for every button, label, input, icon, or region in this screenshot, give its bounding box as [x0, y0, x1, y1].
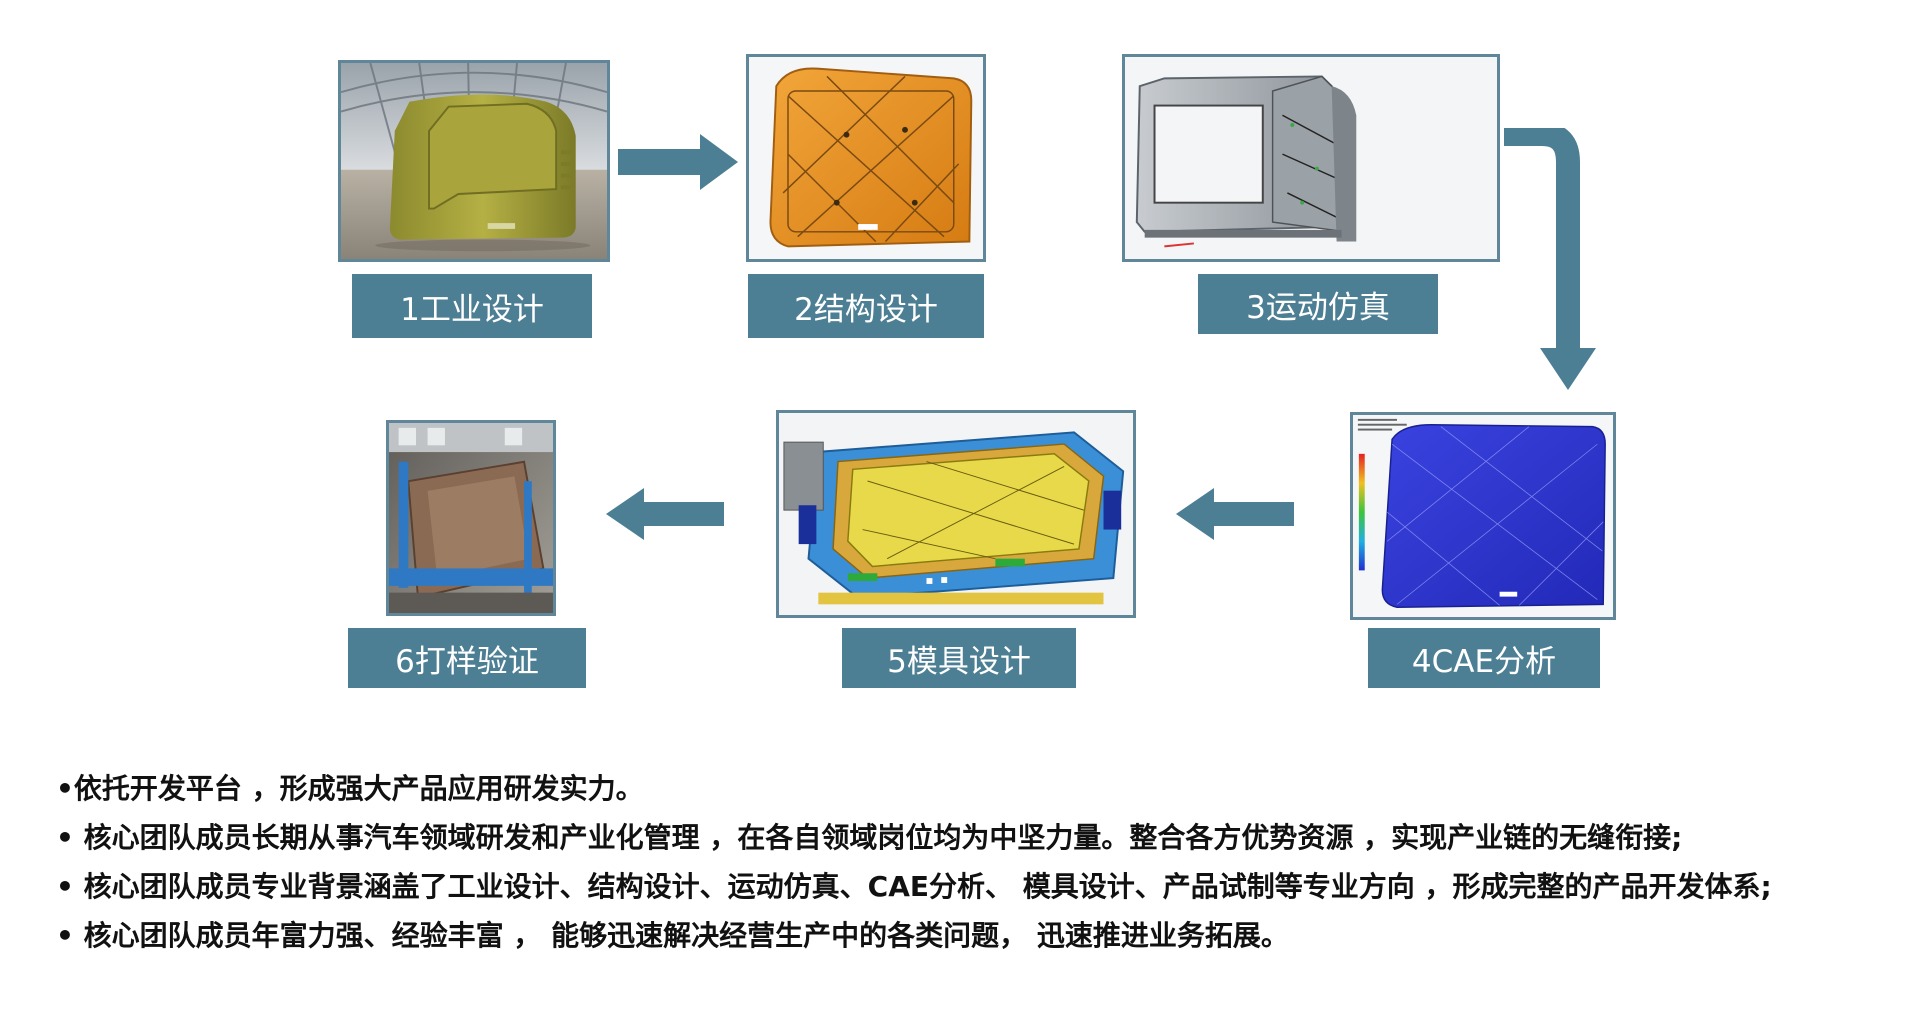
structure-design-image: [746, 54, 986, 262]
mold-design-image: [776, 410, 1136, 618]
step-2-label: 2结构设计: [748, 274, 984, 338]
step-3-label: 3运动仿真: [1198, 274, 1438, 334]
arrow-right-icon: [618, 134, 738, 190]
list-item: • 核心团队成员年富力强、经验丰富 ， 能够迅速解决经营生产中的各类问题， 迅速…: [56, 919, 1289, 952]
step-1-label: 1工业设计: [352, 274, 592, 338]
step-4-label: 4CAE分析: [1368, 628, 1600, 688]
arrow-curved-down-icon: [1504, 128, 1596, 390]
step-5-label: 5模具设计: [842, 628, 1076, 688]
arrow-left-icon: [1176, 488, 1294, 540]
industrial-design-image: [338, 60, 610, 262]
list-item: • 核心团队成员长期从事汽车领域研发和产业化管理 ，在各自领域岗位均为中坚力量。…: [56, 821, 1683, 854]
list-item: • 核心团队成员专业背景涵盖了工业设计、结构设计、运动仿真、CAE分析、 模具设…: [56, 870, 1772, 903]
cae-analysis-image: [1350, 412, 1616, 620]
step-6-label: 6打样验证: [348, 628, 586, 688]
list-item: •依托开发平台 ，形成强大产品应用研发实力。: [56, 772, 644, 805]
description-list: •依托开发平台 ，形成强大产品应用研发实力。 • 核心团队成员长期从事汽车领域研…: [56, 764, 1916, 960]
motion-simulation-image: [1122, 54, 1500, 262]
prototype-validation-image: [386, 420, 556, 616]
arrow-left-icon: [606, 488, 724, 540]
